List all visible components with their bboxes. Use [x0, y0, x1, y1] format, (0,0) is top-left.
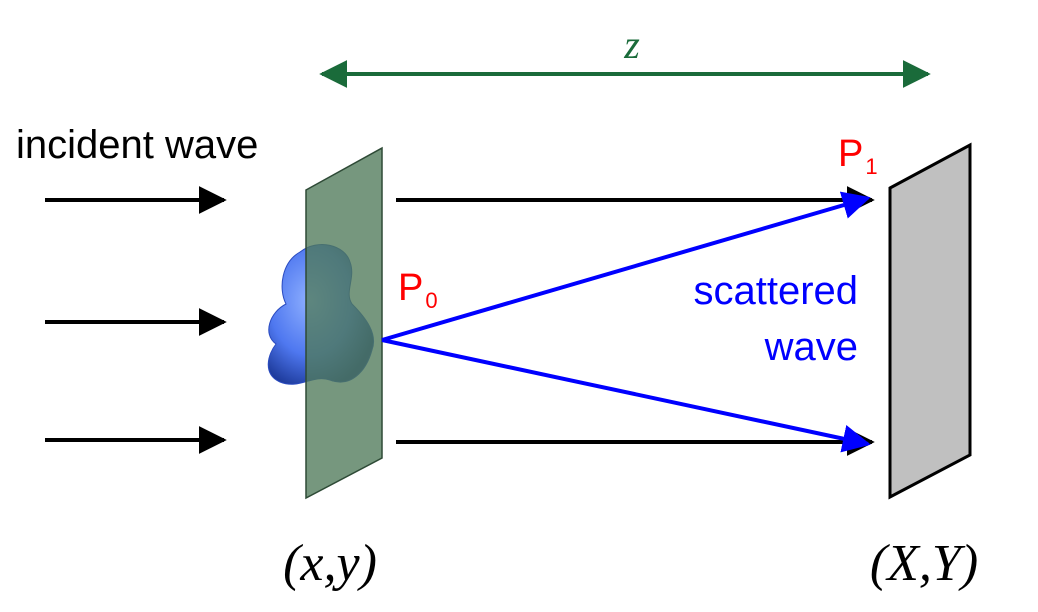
- object-plane-coordinates: (x,y): [283, 535, 377, 592]
- point-p1-label: P1: [838, 133, 878, 179]
- incident-wave-label: incident wave: [16, 123, 258, 167]
- point-p1-letter: P: [838, 133, 863, 175]
- distance-label: z: [623, 22, 640, 67]
- detector-plane: [888, 142, 972, 500]
- point-p0-letter: P: [398, 267, 423, 309]
- point-p1-subscript: 1: [865, 154, 877, 179]
- point-p0-label: P0: [398, 267, 438, 313]
- detector-plane-coordinates: (X,Y): [870, 535, 978, 592]
- scattered-ray-lower: [381, 338, 871, 453]
- object-plane: [305, 146, 383, 500]
- point-p0-subscript: 0: [425, 288, 437, 313]
- scattered-wave-label-line1: scattered: [693, 269, 858, 313]
- scattered-ray-upper: [381, 191, 871, 342]
- scattered-wave-label-line2: wave: [764, 325, 858, 369]
